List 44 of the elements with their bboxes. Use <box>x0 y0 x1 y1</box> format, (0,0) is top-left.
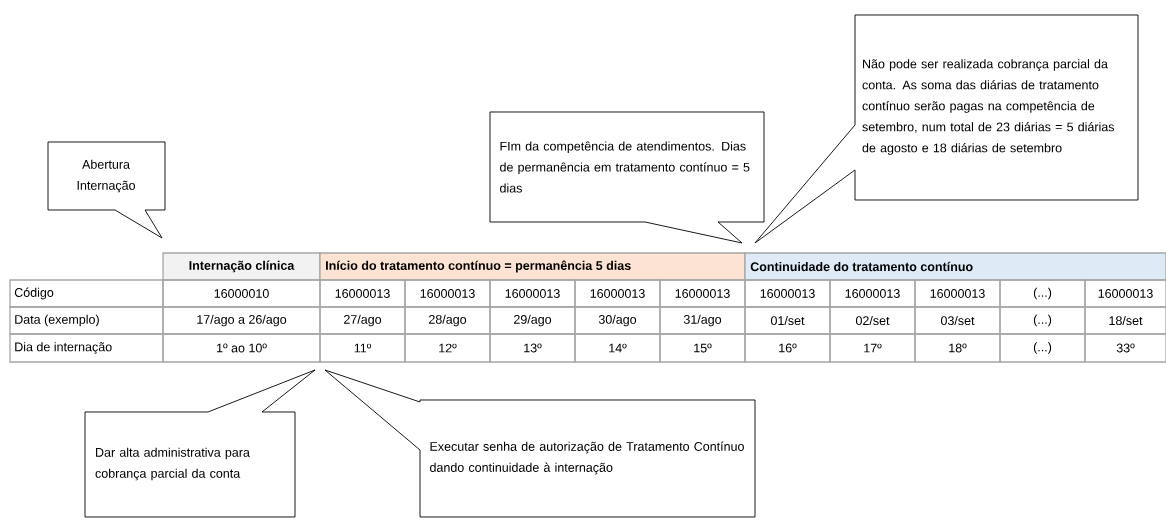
table-cell: 14º <box>574 333 661 363</box>
speech-bubble: Dar alta administrativa para cobrança parcial da conta <box>84 369 316 518</box>
table-cell: 13º <box>489 333 576 363</box>
table-cell: 18º <box>914 333 1001 363</box>
table-cell: 16000013 <box>1084 279 1166 308</box>
header-cell: Continuidade do tratamento contínuo <box>744 252 1166 281</box>
table-cell: 16000013 <box>914 279 1001 308</box>
table-cell: 16000010 <box>162 279 321 308</box>
table-cell: 03/set <box>914 306 1001 335</box>
table-cell: 17º <box>829 333 916 363</box>
table-cell: 17/ago a 26/ago <box>162 306 321 335</box>
table-cell: 27/ago <box>319 306 406 335</box>
header-cell: Início do tratamento contínuo = permanência 5 dias <box>319 252 746 281</box>
table-cell: 16º <box>744 333 831 363</box>
speech-bubble: Executar senha de autorização de Tratamento Contínuo dando continuidade à internação <box>324 369 756 518</box>
table-cell: 30/ago <box>574 306 661 335</box>
table-cell: 16000013 <box>319 279 406 308</box>
table-cell: (...) <box>999 333 1086 363</box>
table-cell: 16000013 <box>744 279 831 308</box>
table-cell: 16000013 <box>829 279 916 308</box>
table-cell: 11º <box>319 333 406 363</box>
speech-bubble: Não pode ser realizada cobrança parcial da conta. As soma das diárias de tratamento contínuo serão pagas na competência de setembro, num total de 23 diárias = 5 diárias de agosto e 18 diárias de setembro <box>754 14 1139 244</box>
table-cell: Data (exemplo) <box>9 306 164 335</box>
speech-bubble: FIm da competência de atendimentos. Dias de permanência em tratamento contínuo = 5 dias <box>489 111 765 244</box>
table-cell: 1º ao 10º <box>162 333 321 363</box>
speech-bubble: Abertura Internação <box>47 141 166 239</box>
table-cell: (...) <box>999 279 1086 308</box>
table-cell: 02/set <box>829 306 916 335</box>
table-cell: (...) <box>999 306 1086 335</box>
table-cell: 12º <box>404 333 491 363</box>
table-cell: 15º <box>659 333 746 363</box>
table-cell: 16000013 <box>404 279 491 308</box>
table-cell: 33º <box>1084 333 1166 363</box>
table-cell: Código <box>9 279 164 308</box>
table-cell: 18/set <box>1084 306 1166 335</box>
table-cell: 16000013 <box>659 279 746 308</box>
table-cell: 29/ago <box>489 306 576 335</box>
table-cell: 28/ago <box>404 306 491 335</box>
table-cell: 16000013 <box>489 279 576 308</box>
table-cell: 16000013 <box>574 279 661 308</box>
table-cell: 31/ago <box>659 306 746 335</box>
table-cell: Dia de internação <box>9 333 164 363</box>
header-cell: Internação clínica <box>162 252 321 281</box>
table-cell: 01/set <box>744 306 831 335</box>
